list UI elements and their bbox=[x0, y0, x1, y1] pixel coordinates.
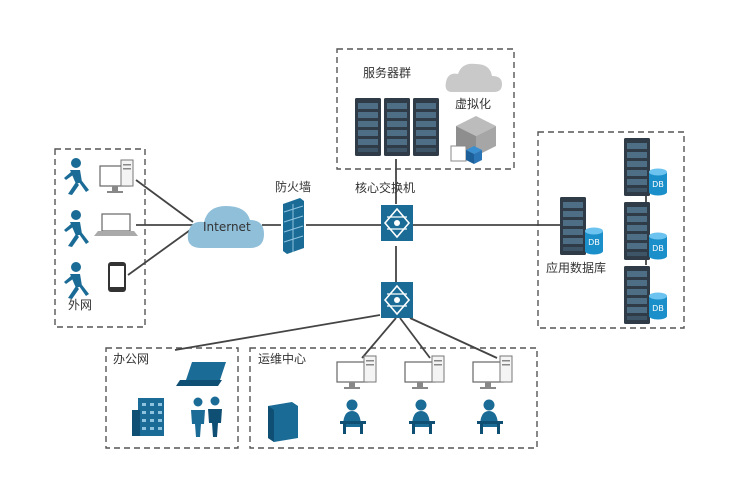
server-cabinet-icon bbox=[268, 402, 298, 442]
database-icon: DB bbox=[649, 232, 667, 260]
ops-center-box bbox=[249, 347, 538, 449]
ops-center-label: 运维中心 bbox=[258, 351, 306, 366]
db-label: DB bbox=[652, 180, 664, 189]
internet-label: Internet bbox=[203, 220, 251, 234]
office-net-label: 办公网 bbox=[113, 351, 149, 366]
external-net-label: 外网 bbox=[68, 298, 92, 312]
firewall-icon bbox=[283, 198, 304, 254]
server-cluster-label: 服务器群 bbox=[363, 65, 411, 80]
cloud-icon bbox=[445, 63, 502, 92]
ops-workstation bbox=[336, 355, 377, 434]
laptop-icon bbox=[176, 362, 226, 386]
core-switch-icon bbox=[380, 204, 414, 242]
database-icon: DB bbox=[585, 227, 603, 255]
user-phone-icon bbox=[64, 262, 126, 299]
db-label: DB bbox=[588, 238, 600, 247]
server-rack-icon bbox=[560, 197, 586, 255]
building-icon bbox=[132, 398, 164, 436]
office-net-box bbox=[105, 347, 239, 449]
access-switch-icon bbox=[380, 281, 414, 319]
firewall-label: 防火墙 bbox=[275, 179, 311, 194]
database-icon: DB bbox=[649, 168, 667, 196]
app-database-label: 应用数据库 bbox=[546, 260, 606, 275]
external-net-box bbox=[54, 148, 146, 328]
app-database-box bbox=[537, 131, 685, 329]
database-icon: DB bbox=[649, 292, 667, 320]
server-rack-icon bbox=[624, 138, 650, 324]
db-label: DB bbox=[652, 244, 664, 253]
db-label: DB bbox=[652, 304, 664, 313]
people-icon bbox=[191, 396, 222, 437]
ops-workstation bbox=[472, 355, 513, 434]
user-laptop-icon bbox=[64, 210, 138, 247]
user-desktop-icon bbox=[64, 158, 134, 195]
cloud-icon bbox=[187, 206, 264, 248]
ops-workstation bbox=[404, 355, 445, 434]
virtualization-cube-icon bbox=[450, 116, 496, 164]
connection-lines bbox=[127, 159, 647, 359]
server-cluster-box bbox=[336, 48, 515, 170]
core-switch-label: 核心交换机 bbox=[355, 180, 415, 195]
virtualization-label: 虚拟化 bbox=[455, 97, 491, 111]
server-rack-icon bbox=[355, 98, 439, 156]
